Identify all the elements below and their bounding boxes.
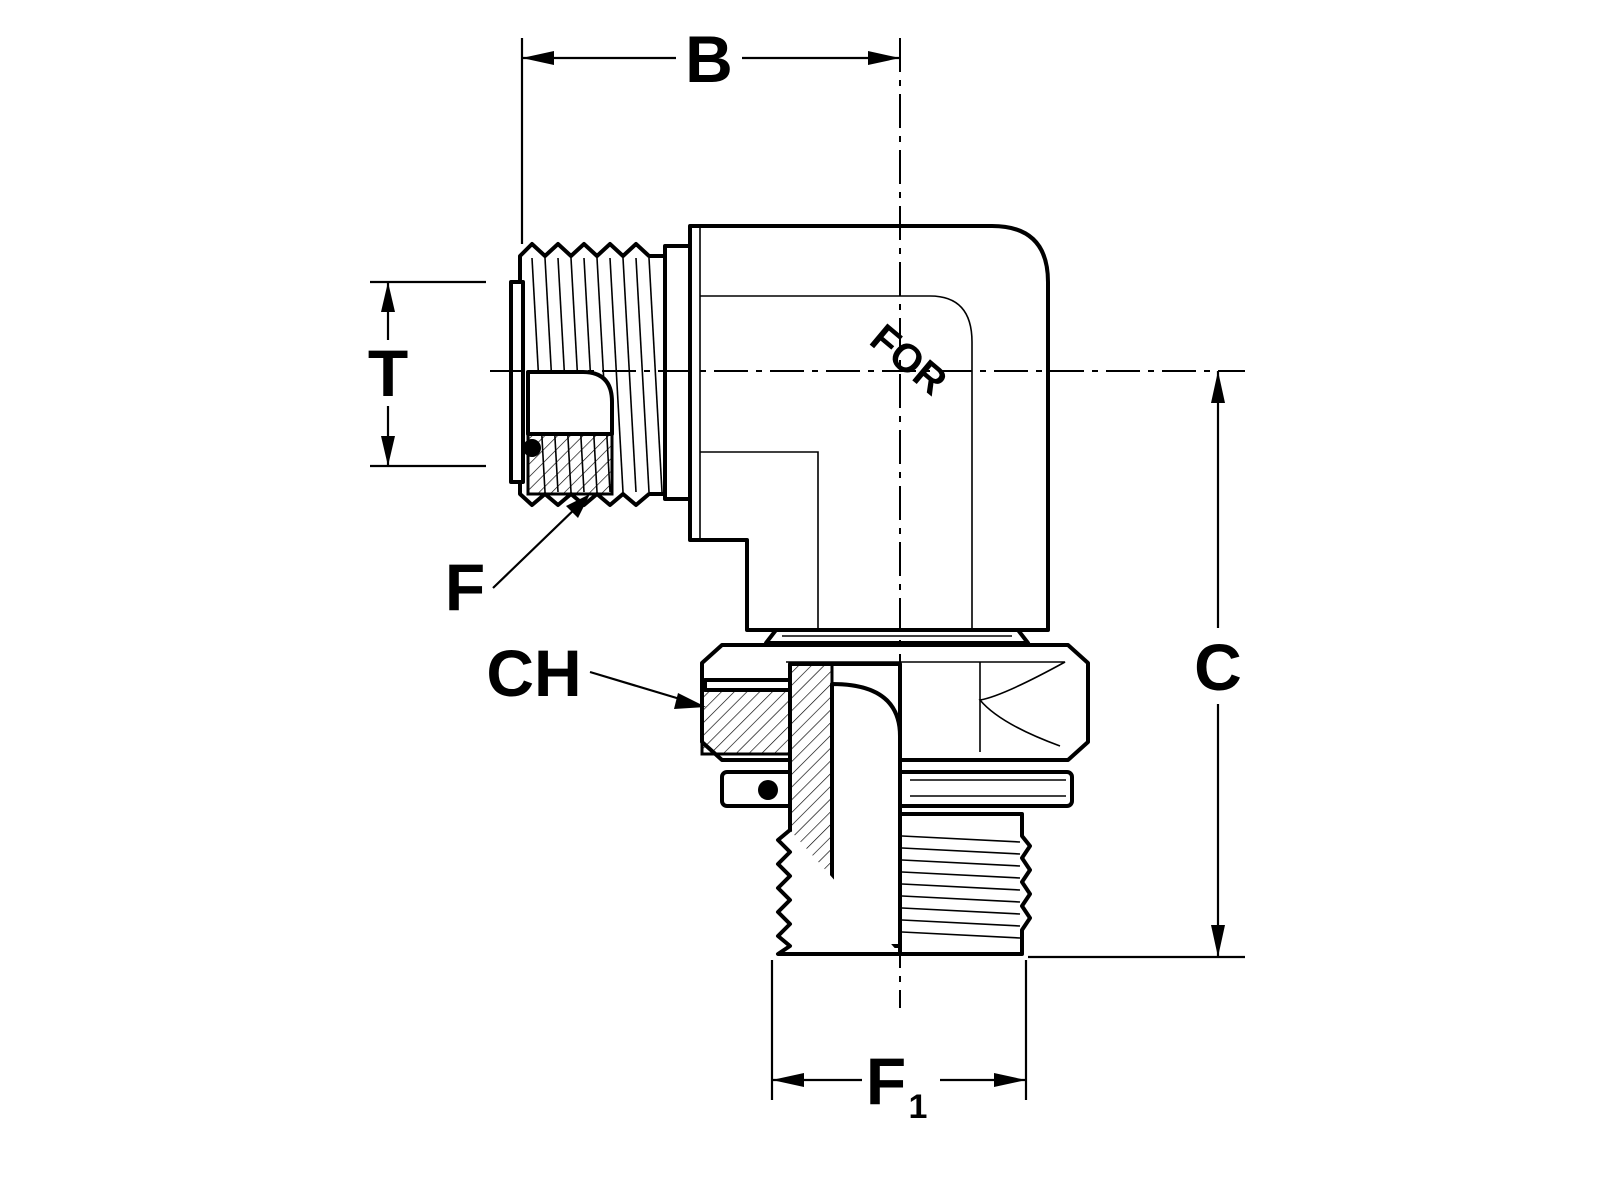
leader-F bbox=[492, 494, 590, 589]
label-F1-subscript: 1 bbox=[909, 1088, 928, 1126]
dimension-T bbox=[370, 280, 486, 468]
top-threaded-port bbox=[509, 242, 692, 507]
thread-lines-bottom bbox=[901, 835, 1021, 939]
o-ring-top bbox=[523, 439, 541, 457]
label-F1: F bbox=[866, 1044, 906, 1118]
elbow-body bbox=[688, 224, 1050, 632]
label-T: T bbox=[368, 336, 408, 410]
label-CH: CH bbox=[486, 636, 581, 710]
o-ring-bottom bbox=[758, 780, 778, 800]
label-B: B bbox=[685, 22, 733, 96]
leader-CH bbox=[589, 670, 706, 709]
label-C: C bbox=[1194, 630, 1242, 704]
swivel-neck bbox=[764, 628, 1030, 645]
dimension-F1 bbox=[770, 960, 1028, 1100]
bottom-threaded-stud bbox=[776, 662, 1032, 956]
dimension-B bbox=[520, 38, 900, 244]
dimension-C bbox=[1028, 371, 1245, 959]
label-F: F bbox=[445, 550, 485, 624]
